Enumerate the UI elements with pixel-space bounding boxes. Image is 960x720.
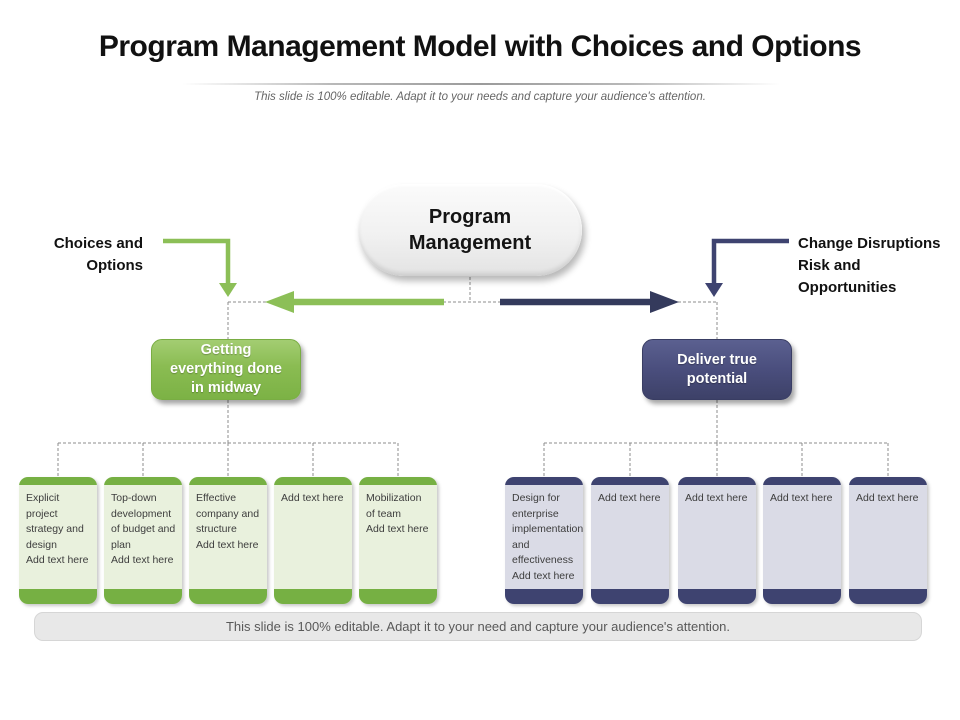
root-node-program-management: Program Management [358, 184, 582, 276]
choices-elbow-arrowhead [219, 283, 237, 297]
child-note: Add text here [196, 538, 259, 551]
root-node-label: Program Management [408, 206, 532, 254]
child-bottom-bar [591, 589, 669, 604]
child-top-bar [104, 477, 182, 485]
child-top-bar [763, 477, 841, 485]
footer-note-text: This slide is 100% editable. Adapt it to… [225, 619, 731, 634]
left-flow-arrowhead [265, 291, 294, 313]
right-branch-box: Deliver true potential [642, 339, 792, 400]
right-child-box-3: Add text here [678, 477, 756, 604]
left-child-box-3: Effective company and structure Add text… [189, 477, 267, 604]
child-body: Top-down development of budget and plan … [104, 485, 182, 589]
left-tree-dashed-lines [57, 400, 399, 477]
child-body: Add text here [763, 485, 841, 589]
child-bottom-bar [104, 589, 182, 604]
child-body: Add text here [274, 485, 352, 589]
child-top-bar [189, 477, 267, 485]
child-body: Mobilization of team Add text here [359, 485, 437, 589]
child-top-bar [591, 477, 669, 485]
right-branch-label: Deliver true potential [677, 351, 757, 387]
child-body: Add text here [591, 485, 669, 589]
left-child-box-1: Explicit project strategy and design Add… [19, 477, 97, 604]
child-bottom-bar [359, 589, 437, 604]
left-branch-box: Getting everything done in midway [151, 339, 301, 400]
footer-note-bar: This slide is 100% editable. Adapt it to… [34, 612, 922, 641]
risk-elbow-arrowhead [705, 283, 723, 297]
child-body: Add text here [678, 485, 756, 589]
child-bottom-bar [274, 589, 352, 604]
child-bottom-bar [505, 589, 583, 604]
risk-elbow-arrow [711, 238, 789, 284]
child-text: Effective company and structure [196, 492, 260, 535]
left-branch-label: Getting everything done in midway [170, 342, 282, 396]
child-bottom-bar [849, 589, 927, 604]
child-note: Add text here [366, 523, 429, 535]
child-body: Effective company and structure Add text… [189, 485, 267, 589]
child-bottom-bar [678, 589, 756, 604]
child-body: Explicit project strategy and design Add… [19, 485, 97, 589]
child-text: Mobilization of team [366, 492, 422, 520]
child-note: Add text here [598, 492, 661, 504]
child-text: Top-down development of budget and plan [111, 492, 176, 551]
child-bottom-bar [189, 589, 267, 604]
child-top-bar [678, 477, 756, 485]
child-body: Add text here [849, 485, 927, 589]
child-note: Add text here [26, 554, 89, 566]
page-title: Program Management Model with Choices an… [98, 30, 862, 63]
child-bottom-bar [763, 589, 841, 604]
right-child-box-1: Design for enterprise implementation and… [505, 477, 583, 604]
child-note: Add text here [111, 554, 174, 566]
right-side-label: Change Disruptions Risk and Opportunitie… [798, 235, 941, 296]
child-top-bar [849, 477, 927, 485]
right-child-box-5: Add text here [849, 477, 927, 604]
child-note: Add text here [281, 492, 344, 504]
right-child-box-4: Add text here [763, 477, 841, 604]
left-child-box-2: Top-down development of budget and plan … [104, 477, 182, 604]
child-top-bar [359, 477, 437, 485]
child-top-bar [19, 477, 97, 485]
left-side-label: Choices and Options [53, 235, 143, 274]
child-note: Add text here [770, 492, 833, 504]
left-child-box-5: Mobilization of team Add text here [359, 477, 437, 604]
child-top-bar [505, 477, 583, 485]
right-flow-arrowhead [650, 291, 679, 313]
child-note: Add text here [856, 492, 919, 504]
child-bottom-bar [19, 589, 97, 604]
subtitle-text: This slide is 100% editable. Adapt it to… [254, 91, 706, 103]
right-tree-dashed-lines [543, 400, 889, 477]
child-text: Design for enterprise implementation and… [512, 492, 583, 566]
child-note: Add text here [685, 492, 748, 504]
child-note: Add text here [512, 569, 575, 582]
choices-elbow-arrow [163, 238, 231, 284]
right-child-box-2: Add text here [591, 477, 669, 604]
title-divider [182, 83, 780, 85]
child-text: Explicit project strategy and design [26, 492, 84, 551]
child-top-bar [274, 477, 352, 485]
left-child-box-4: Add text here [274, 477, 352, 604]
child-body: Design for enterprise implementation and… [505, 485, 583, 589]
